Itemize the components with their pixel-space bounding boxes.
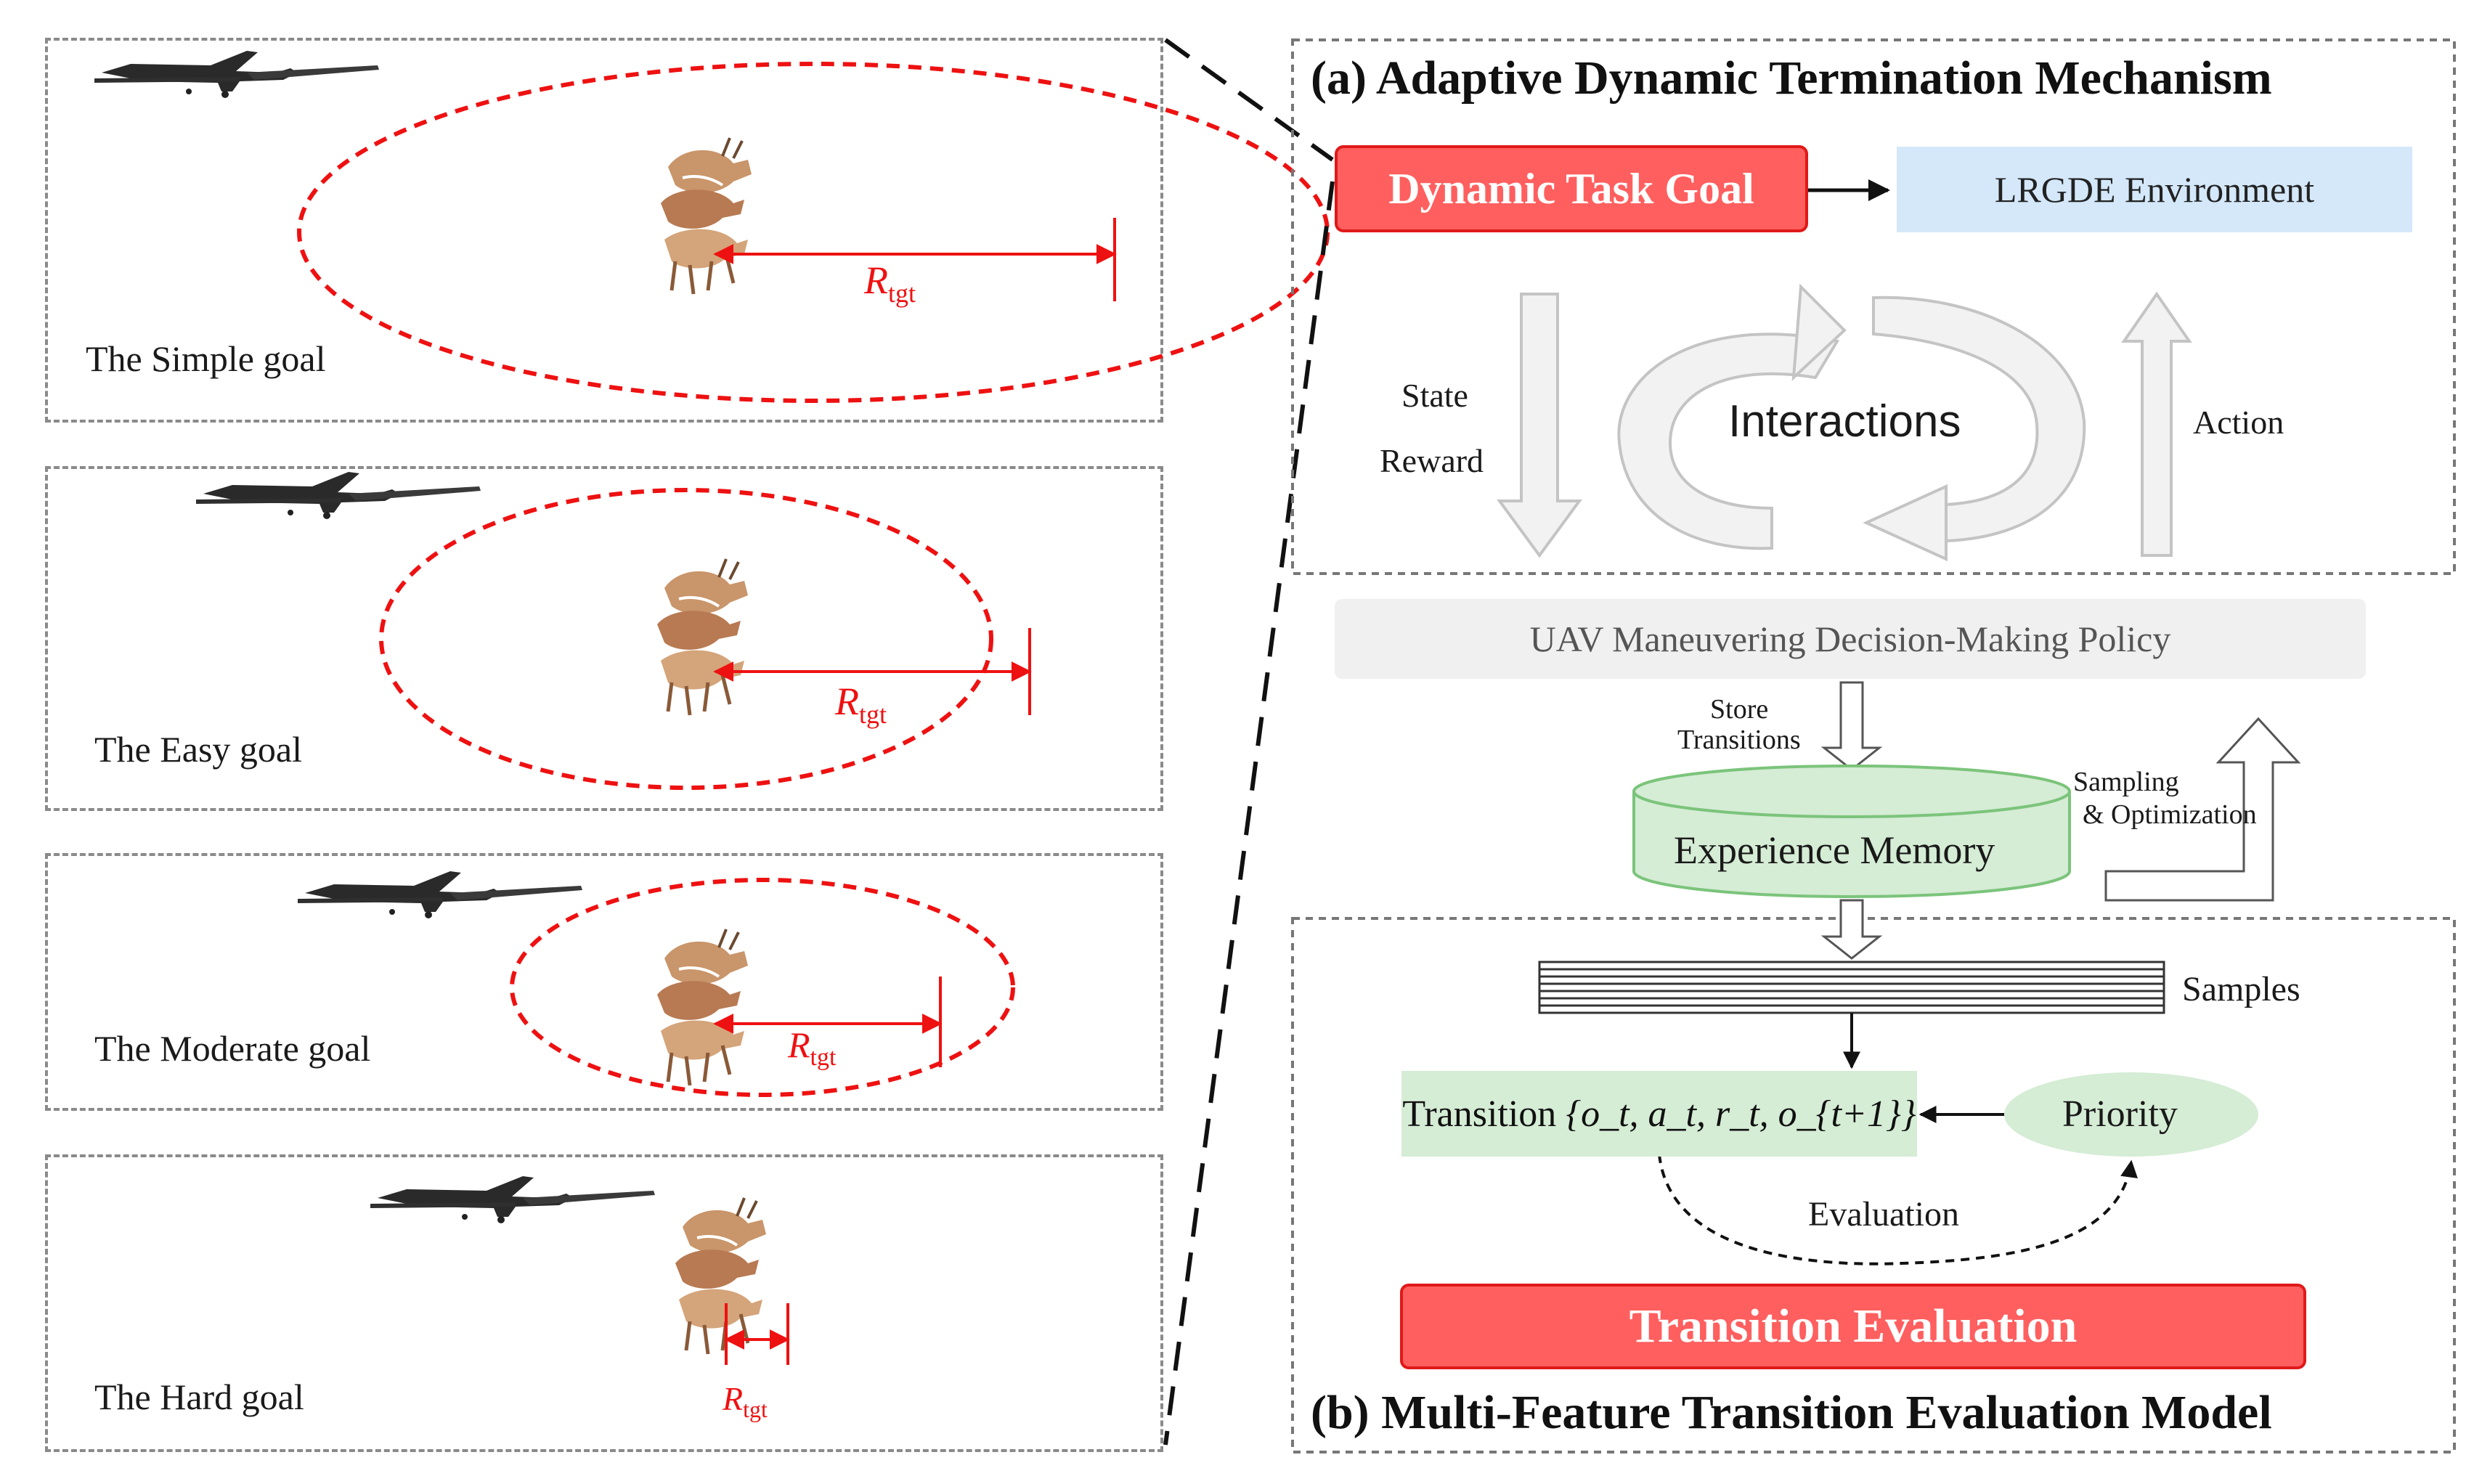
interaction-cycle-left — [1617, 333, 1840, 550]
section-a-title: (a) Adaptive Dynamic Termination Mechani… — [1311, 52, 2272, 105]
transition-box: Transition {o_t, a_t, r_t, o_{t+1}} — [1401, 1071, 1917, 1157]
experience-memory-cylinder — [1632, 791, 2071, 898]
zoom-connector-top — [1164, 38, 1334, 162]
section-a-box — [1291, 38, 2456, 575]
reward-label: Reward — [1380, 442, 1484, 479]
sampling-label-line2: & Optimization — [2083, 799, 2257, 830]
dynamic-task-goal-box: Dynamic Task Goal — [1335, 145, 1808, 232]
hard-goal-panel — [45, 1154, 1163, 1452]
transition-set: {o_t, a_t, r_t, o_{t+1}} — [1566, 1093, 1916, 1135]
radius-label: Rtgt — [835, 680, 887, 729]
sampling-optimization-arrow — [2104, 717, 2301, 902]
evaluation-curve-arrow — [1658, 1154, 2138, 1265]
sampling-label-line1: Sampling — [2073, 767, 2179, 797]
experience-memory-label: Experience Memory — [1674, 828, 1995, 872]
moderate-goal-panel — [45, 853, 1163, 1111]
target-gazelles-icon — [657, 929, 748, 1085]
hard-goal-label: The Hard goal — [94, 1377, 304, 1417]
transition-prefix: Transition — [1402, 1093, 1557, 1135]
simple-goal-panel — [45, 38, 1163, 423]
evaluation-label: Evaluation — [1808, 1195, 1959, 1234]
target-gazelles-icon — [657, 559, 748, 715]
easy-goal-panel — [45, 466, 1163, 811]
radius-label: Rtgt — [723, 1380, 768, 1423]
store-transitions-arrow — [1820, 681, 1883, 771]
store-label-line2: Transitions — [1677, 725, 1801, 755]
simple-goal-label: The Simple goal — [86, 338, 326, 379]
goal-radius-ellipse — [510, 878, 1015, 1097]
memory-to-samples-arrow — [1820, 899, 1883, 960]
easy-goal-label: The Easy goal — [94, 729, 303, 770]
uav-icon — [298, 871, 582, 918]
priority-label: Priority — [2062, 1093, 2178, 1135]
action-arrow — [2121, 291, 2192, 557]
uav-policy-box: UAV Maneuvering Decision-Making Policy — [1335, 599, 2366, 679]
moderate-goal-label: The Moderate goal — [94, 1028, 371, 1069]
samples-label: Samples — [2182, 970, 2300, 1008]
uav-icon — [370, 1176, 655, 1223]
priority-ellipse — [2004, 1072, 2258, 1157]
radius-label: Rtgt — [788, 1024, 837, 1071]
target-gazelles-icon — [675, 1198, 766, 1354]
state-reward-arrow — [1497, 293, 1582, 558]
store-label-line1: Store — [1710, 694, 1769, 725]
state-label: State — [1401, 377, 1468, 414]
goal-radius-ellipse — [297, 62, 1330, 403]
uav-icon — [196, 472, 481, 519]
action-label: Action — [2193, 404, 2284, 441]
uav-icon — [94, 51, 379, 98]
target-gazelles-icon — [661, 138, 752, 294]
zoom-connector-bottom — [1163, 181, 1335, 1446]
lrgde-environment-box: LRGDE Environment — [1897, 147, 2412, 232]
section-b-box — [1291, 917, 2456, 1454]
interaction-cycle-right — [1872, 295, 2086, 543]
section-b-title: (b) Multi-Feature Transition Evaluation … — [1311, 1386, 2272, 1439]
transition-evaluation-box: Transition Evaluation — [1400, 1284, 2306, 1369]
goal-radius-ellipse — [379, 488, 993, 790]
interactions-label: Interactions — [1728, 396, 1961, 447]
samples-stack — [1538, 961, 2165, 1014]
radius-label: Rtgt — [864, 258, 916, 308]
